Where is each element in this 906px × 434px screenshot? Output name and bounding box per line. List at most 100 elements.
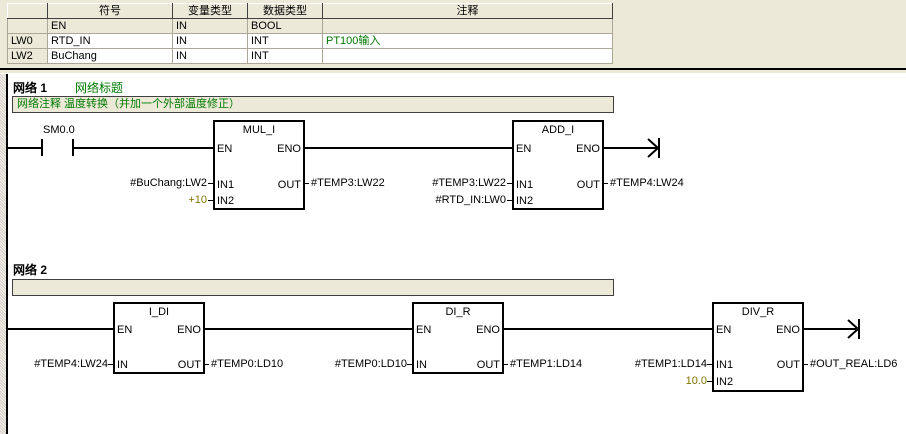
network-1-title[interactable]: 网络标题	[75, 81, 124, 95]
pin-in2: IN2	[516, 195, 534, 207]
i-di-block[interactable]: I_DI EN ENO IN OUT	[113, 302, 205, 374]
operand-out[interactable]: #TEMP3:LW22	[311, 177, 385, 189]
header-symbol[interactable]: 符号	[47, 3, 173, 19]
di-r-block[interactable]: DI_R EN ENO IN OUT	[412, 302, 504, 374]
contact-address: SM0.0	[43, 124, 75, 136]
pin-out: OUT	[277, 179, 301, 191]
variable-table-grid: 符号 变量类型 数据类型 注释 EN IN BOOL LW0 RTD_IN IN…	[7, 3, 613, 64]
splitter-gap	[0, 71, 906, 73]
operand-in1[interactable]: #TEMP3:LW22	[432, 177, 506, 189]
pin-eno: ENO	[576, 143, 600, 155]
pin-in2: IN2	[716, 376, 734, 388]
mul-i-block[interactable]: MUL_I EN ENO IN1 OUT IN2	[213, 120, 305, 210]
eno-end-arrow-icon	[847, 319, 860, 339]
operand-in[interactable]: #TEMP0:LD10	[334, 358, 407, 370]
header-data-type[interactable]: 数据类型	[247, 3, 323, 19]
cell-var-type[interactable]: IN	[172, 18, 248, 34]
wire	[503, 328, 714, 330]
wire	[204, 328, 414, 330]
add-i-block[interactable]: ADD_I EN ENO IN1 OUT IN2	[512, 120, 604, 210]
table-row[interactable]: LW0 RTD_IN IN INT PT100输入	[7, 33, 613, 49]
cell-var-type[interactable]: IN	[172, 48, 248, 64]
cell-symbol[interactable]: RTD_IN	[47, 33, 173, 49]
table-header-row: 符号 变量类型 数据类型 注释	[7, 3, 613, 19]
network-1-label[interactable]: 网络 1	[13, 81, 48, 95]
operand-in[interactable]: #TEMP4:LW24	[34, 358, 108, 370]
wire	[603, 147, 658, 149]
pin-out: OUT	[776, 359, 800, 371]
block-name: DI_R	[445, 306, 471, 318]
wire	[304, 147, 514, 149]
operand-out[interactable]: #TEMP1:LD14	[510, 358, 583, 370]
operand-out[interactable]: #OUT_REAL:LD6	[810, 358, 898, 370]
pin-in1: IN1	[217, 179, 235, 191]
pin-en: EN	[516, 143, 532, 155]
wire	[8, 328, 114, 330]
cell-symbol[interactable]: BuChang	[47, 48, 173, 64]
cell-var-type[interactable]: IN	[172, 33, 248, 49]
network-2-label[interactable]: 网络 2	[13, 263, 48, 277]
network-2-comment[interactable]	[12, 279, 614, 296]
header-comment[interactable]: 注释	[322, 3, 613, 19]
pin-stub	[204, 364, 209, 365]
pin-eno: ENO	[476, 324, 500, 336]
pin-stub	[407, 364, 412, 365]
pin-out: OUT	[177, 359, 201, 371]
pin-eno: ENO	[177, 324, 201, 336]
pin-stub	[503, 364, 508, 365]
contact-left-bar[interactable]	[41, 139, 43, 156]
cell-data-type[interactable]: BOOL	[247, 18, 323, 34]
operand-out[interactable]: #TEMP0:LD10	[211, 358, 284, 370]
contact-right-bar[interactable]	[72, 139, 74, 156]
table-row[interactable]: LW2 BuChang IN INT	[7, 48, 613, 64]
pin-stub	[803, 364, 808, 365]
operand-in2[interactable]: #RTD_IN:LW0	[435, 194, 506, 206]
wire	[803, 328, 858, 330]
network-1-comment[interactable]: 网络注释 温度转换（并加一个外部温度修正）	[12, 96, 614, 113]
pin-in1: IN1	[516, 179, 534, 191]
cell-comment[interactable]	[322, 48, 613, 64]
operand-in1[interactable]: #TEMP1:LD14	[634, 358, 707, 370]
block-name: ADD_I	[541, 124, 575, 136]
cell-data-type[interactable]: INT	[247, 48, 323, 64]
pin-stub	[208, 200, 213, 201]
cell-symbol[interactable]: EN	[47, 18, 173, 34]
operand-in1[interactable]: #BuChang:LW2	[130, 177, 207, 189]
power-rail	[6, 74, 8, 434]
block-name: MUL_I	[242, 124, 276, 136]
editor-gutter	[0, 74, 6, 434]
pin-stub	[707, 364, 712, 365]
pin-eno: ENO	[277, 143, 301, 155]
operand-in2[interactable]: 10.0	[685, 375, 707, 387]
header-addr[interactable]	[7, 3, 48, 19]
table-row[interactable]: EN IN BOOL	[7, 18, 613, 34]
block-name: I_DI	[148, 306, 170, 318]
header-var-type[interactable]: 变量类型	[172, 3, 248, 19]
cell-comment[interactable]: PT100输入	[322, 33, 613, 49]
pin-stub	[208, 183, 213, 184]
pin-stub	[707, 381, 712, 382]
pin-en: EN	[217, 143, 233, 155]
cell-addr: LW2	[7, 48, 48, 64]
pin-in2: IN2	[217, 195, 235, 207]
pin-out: OUT	[476, 359, 500, 371]
cell-addr: LW0	[7, 33, 48, 49]
pin-stub	[108, 364, 113, 365]
pin-in: IN	[117, 359, 128, 371]
pin-stub	[304, 183, 309, 184]
pin-stub	[507, 200, 512, 201]
pin-en: EN	[416, 324, 432, 336]
pin-out: OUT	[576, 179, 600, 191]
operand-out[interactable]: #TEMP4:LW24	[610, 177, 684, 189]
pin-in1: IN1	[716, 359, 734, 371]
block-name: DIV_R	[741, 306, 775, 318]
splitter-bar[interactable]	[0, 68, 906, 70]
operand-in2[interactable]: +10	[188, 194, 207, 206]
cell-data-type[interactable]: INT	[247, 33, 323, 49]
local-variable-table: 符号 变量类型 数据类型 注释 EN IN BOOL LW0 RTD_IN IN…	[0, 0, 906, 72]
div-r-block[interactable]: DIV_R EN ENO IN1 OUT IN2	[712, 302, 804, 392]
pin-stub	[603, 183, 608, 184]
pin-en: EN	[716, 324, 732, 336]
cell-comment[interactable]	[322, 18, 613, 34]
pin-stub	[507, 183, 512, 184]
